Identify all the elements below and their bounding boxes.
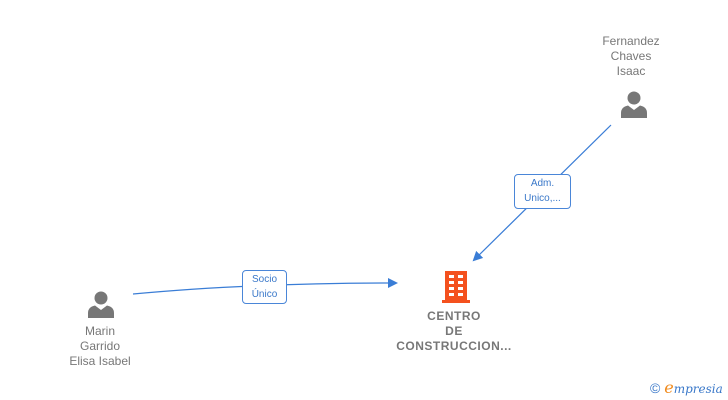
empresia-logo: © empresia [650,378,723,397]
company-name[interactable]: CENTRO DE CONSTRUCCION... [384,309,524,354]
edge-label-line: Unico,... [524,193,561,204]
building-icon[interactable] [440,270,472,304]
brand-rest: mpresia [673,382,723,396]
name-line: CONSTRUCCION... [396,339,512,353]
person-icon[interactable] [619,89,649,119]
edge-label-adm-unico[interactable]: Adm. Unico,... [514,174,571,209]
name-line: Isaac [616,64,646,78]
copyright-icon: © [650,380,661,396]
name-line: Elisa Isabel [69,354,131,368]
name-line: Fernandez [602,34,660,48]
brand-initial: e [664,378,674,397]
person-top-name[interactable]: Fernandez Chaves Isaac [588,34,674,79]
name-line: Marin [84,324,115,338]
name-line: Chaves [610,49,652,63]
name-line: CENTRO [427,309,481,323]
edge-label-line: Socio [251,274,277,285]
edge-label-socio-unico[interactable]: Socio Único [242,270,287,304]
name-line: Garrido [79,339,120,353]
person-left-name[interactable]: Marin Garrido Elisa Isabel [52,324,148,369]
edge-label-line: Único [251,289,278,300]
edge-label-line: Adm. [530,178,555,189]
person-icon[interactable] [86,289,116,319]
name-line: DE [445,324,463,338]
